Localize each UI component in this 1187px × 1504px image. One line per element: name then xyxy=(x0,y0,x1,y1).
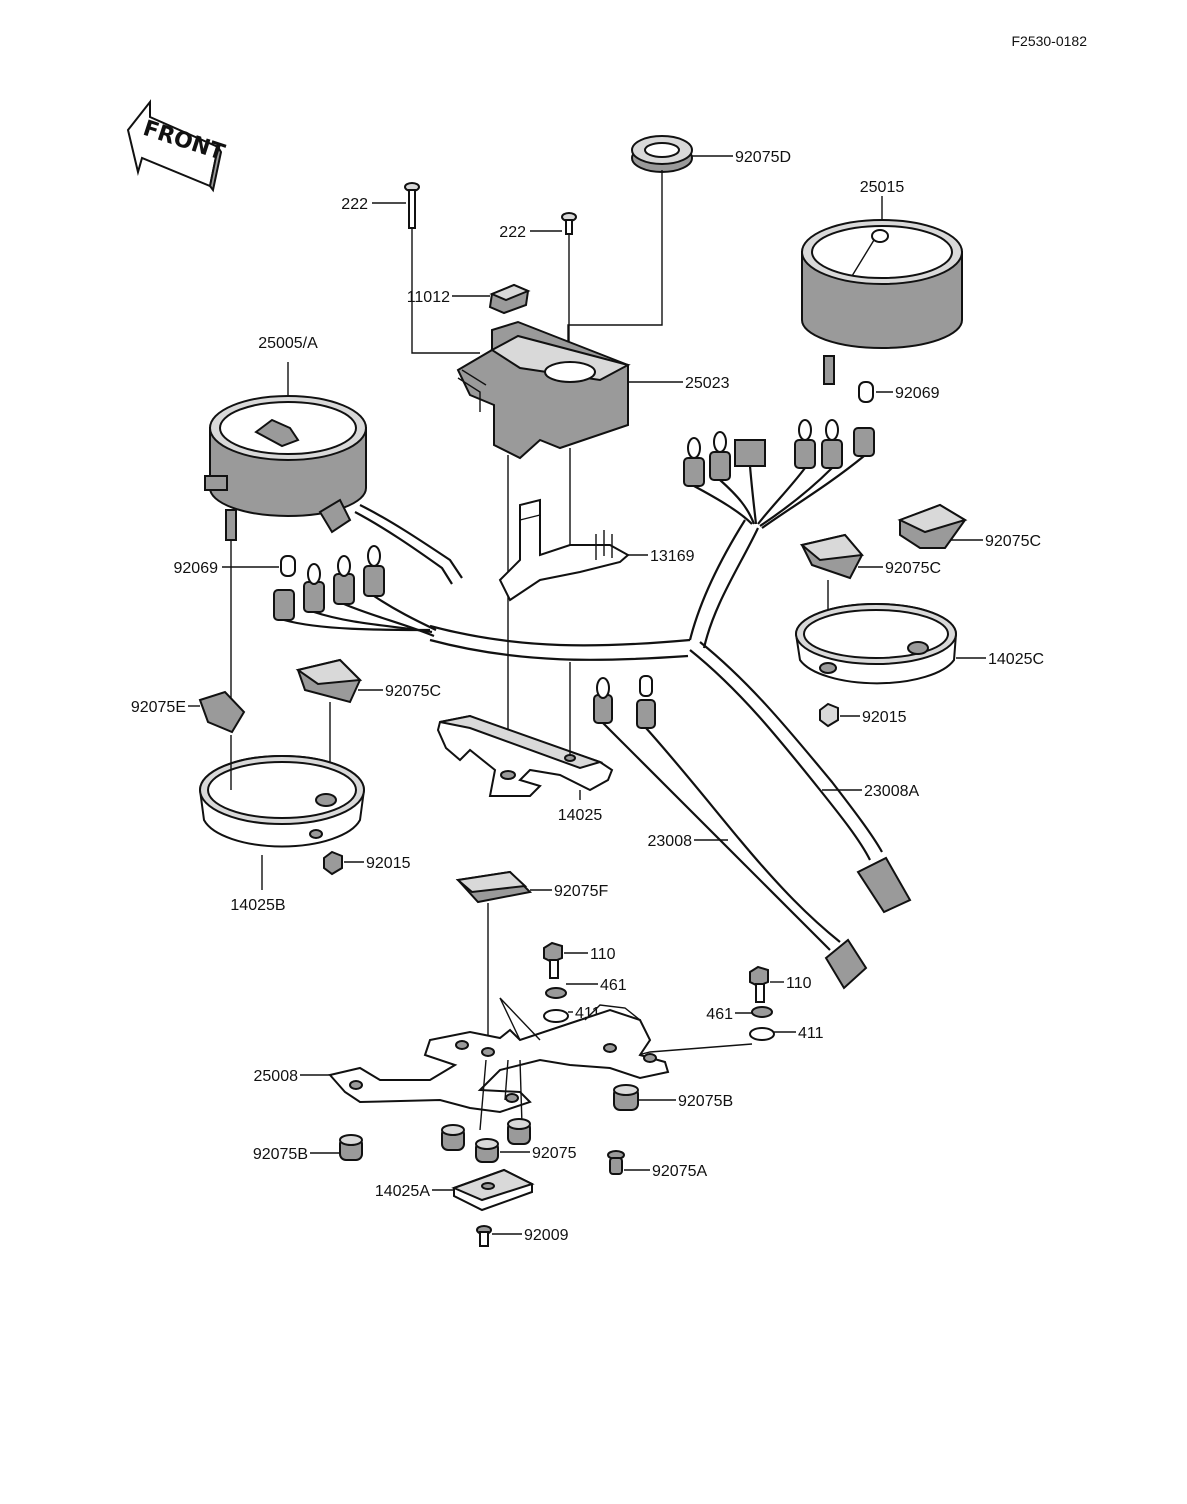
tachometer-25015 xyxy=(801,219,963,385)
label-92015-left: 92015 xyxy=(366,855,411,872)
mount-92075B-left xyxy=(339,1134,363,1161)
mount-92075B-right xyxy=(613,1084,639,1111)
label-92075A: 92075A xyxy=(652,1163,707,1180)
label-92075B-left: 92075B xyxy=(253,1146,308,1163)
label-92075F: 92075F xyxy=(554,883,608,900)
bolt-92075A xyxy=(607,1150,625,1175)
label-92075C-right: 92075C xyxy=(885,560,941,577)
label-92075B-right: 92075B xyxy=(678,1093,733,1110)
nut-92015-right xyxy=(819,702,839,728)
bracket-14025 xyxy=(436,714,614,797)
label-92075C-left: 92075C xyxy=(385,683,441,700)
label-222-left: 222 xyxy=(341,196,368,213)
label-461-left: 461 xyxy=(600,977,627,994)
socket-13169 xyxy=(498,498,630,602)
damper-92075C-right xyxy=(799,533,864,580)
label-14025C: 14025C xyxy=(988,651,1044,668)
wire-harness xyxy=(273,419,912,914)
label-25023: 25023 xyxy=(685,375,730,392)
bolt-110-right xyxy=(749,965,769,1003)
label-23008A: 23008A xyxy=(864,783,919,800)
label-411-right: 411 xyxy=(798,1025,824,1042)
label-461-right: 461 xyxy=(706,1006,733,1023)
bracket-plate-25008 xyxy=(328,997,670,1131)
label-11012: 11012 xyxy=(407,289,450,306)
cover-14025B xyxy=(198,755,366,848)
label-110-left: 110 xyxy=(590,946,616,963)
cover-14025C xyxy=(794,603,958,685)
cap-11012 xyxy=(488,283,531,315)
meter-housing-25023 xyxy=(456,320,631,460)
nut-92015-left xyxy=(323,850,343,876)
label-222-right: 222 xyxy=(499,224,526,241)
washer-461-left xyxy=(545,987,567,999)
label-92075D: 92075D xyxy=(735,149,791,166)
label-14025B: 14025B xyxy=(230,897,285,914)
bulb-92069-left xyxy=(280,555,296,577)
label-14025A: 14025A xyxy=(375,1183,430,1200)
label-92075E: 92075E xyxy=(131,699,186,716)
label-92015-right: 92015 xyxy=(862,709,907,726)
label-13169: 13169 xyxy=(650,548,695,565)
mount-center-a xyxy=(441,1124,465,1151)
front-arrow-icon: FRONT xyxy=(126,99,228,193)
damper-92075C-upper-right xyxy=(897,503,968,549)
label-92069-left: 92069 xyxy=(174,560,219,577)
screw-222-right xyxy=(561,212,577,235)
label-14025: 14025 xyxy=(558,807,603,824)
mount-92075 xyxy=(475,1138,499,1163)
washer-461-right xyxy=(751,1006,773,1018)
screw-222-left xyxy=(404,182,420,229)
label-110-right: 110 xyxy=(786,975,812,992)
label-92075C-upper-right: 92075C xyxy=(985,533,1041,550)
damper-92075C-left xyxy=(295,658,363,704)
washer-411-left xyxy=(543,1009,569,1023)
washer-411-right xyxy=(749,1027,775,1041)
grommet-92075D xyxy=(631,135,693,173)
label-25008: 25008 xyxy=(254,1068,299,1085)
label-92009: 92009 xyxy=(524,1227,569,1244)
plate-14025A xyxy=(451,1168,535,1212)
label-23008: 23008 xyxy=(648,833,693,850)
pad-92075F xyxy=(455,870,533,904)
bulb-92069-right xyxy=(858,381,874,403)
label-92075: 92075 xyxy=(532,1145,577,1162)
label-25005A: 25005/A xyxy=(258,335,318,352)
label-92069-right: 92069 xyxy=(895,385,940,402)
harness-23008 xyxy=(593,675,868,990)
screw-92009 xyxy=(476,1225,492,1247)
bolt-110-left xyxy=(543,941,563,979)
speedometer-25005A xyxy=(204,395,367,541)
label-25015: 25015 xyxy=(860,179,905,196)
reference-number: F2530-0182 xyxy=(1011,33,1087,49)
mount-center-b xyxy=(507,1118,531,1145)
damper-92075E xyxy=(198,690,246,734)
